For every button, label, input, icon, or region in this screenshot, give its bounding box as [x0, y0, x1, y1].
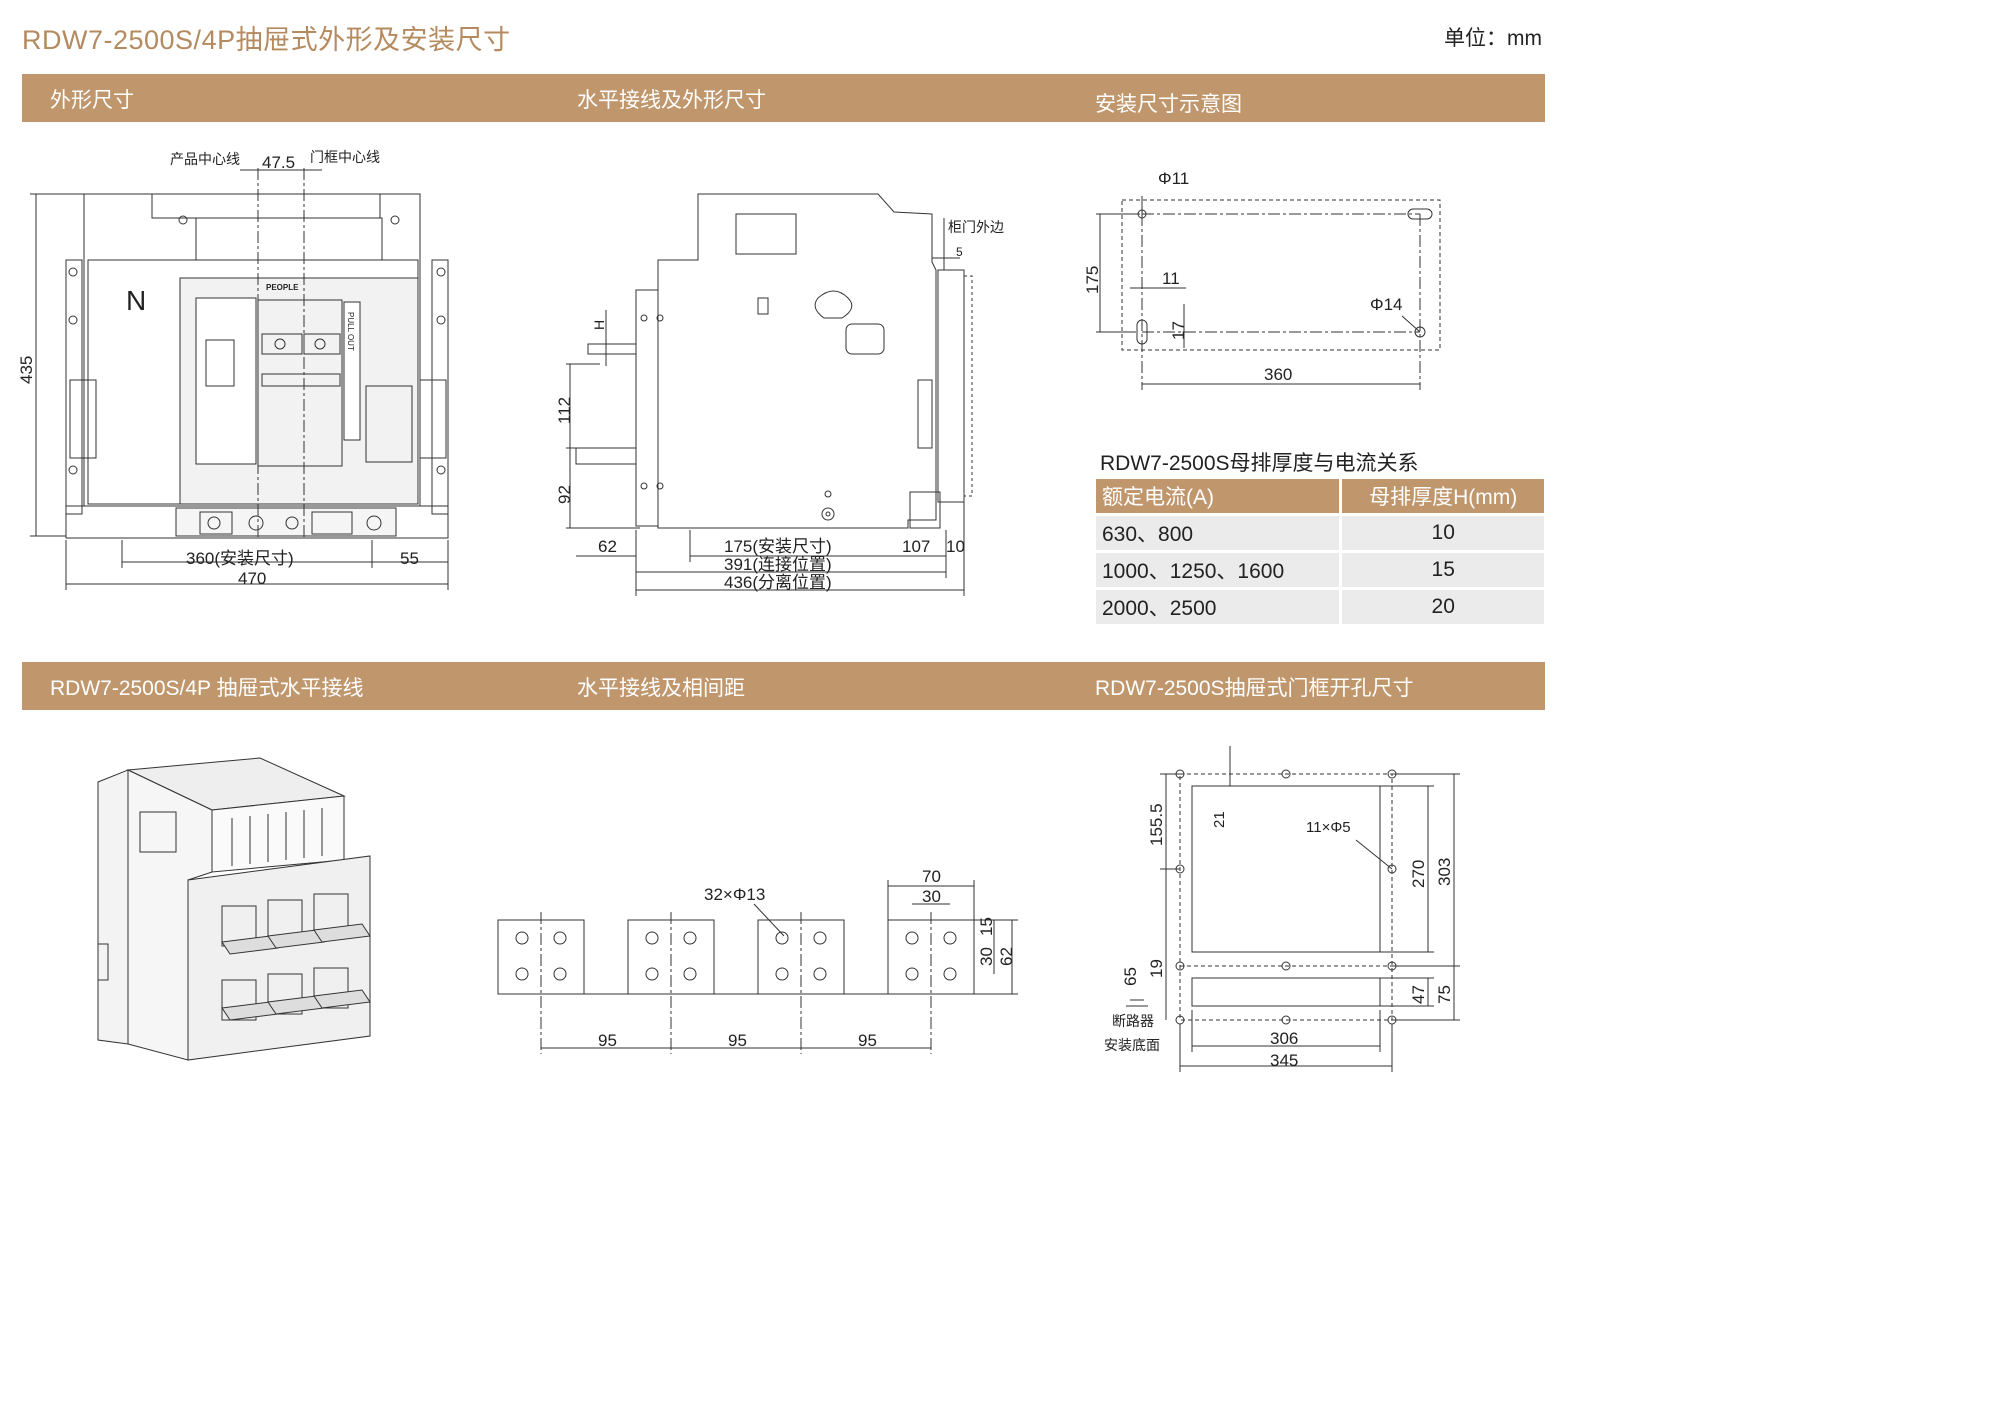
table-cell-current: 630、800 — [1096, 516, 1340, 550]
table-row: 1000、1250、1600 15 — [1096, 553, 1544, 587]
offset-dim: 47.5 — [262, 153, 295, 172]
section-bar-bottom: RDW7-2500S/4P 抽屉式水平接线 水平接线及相间距 RDW7-2500… — [22, 662, 1545, 710]
door-cutout-drawing — [1126, 746, 1460, 1072]
dim-391: 391(连接位置) — [724, 555, 832, 574]
height-dim: 435 — [17, 356, 36, 384]
door-edge-label: 柜门外边 — [948, 219, 1004, 235]
cutout-dim-19: 19 — [1147, 959, 1166, 978]
table-header-current: 额定电流(A) — [1096, 479, 1340, 513]
mounting-bottom-label: 安装底面 — [1104, 1037, 1160, 1053]
section-title-door-cutout: RDW7-2500S抽屉式门框开孔尺寸 — [1095, 677, 1414, 700]
cutout-dim-345: 345 — [1270, 1051, 1298, 1070]
mount-dim-11: 11 — [1162, 269, 1180, 288]
cutout-holes — [1175, 769, 1397, 1025]
dim-62: 62 — [598, 537, 617, 556]
section-title-drawout-horizontal: RDW7-2500S/4P 抽屉式水平接线 — [50, 677, 364, 700]
table-cell-current: 1000、1250、1600 — [1096, 553, 1340, 587]
dim-436: 436(分离位置) — [724, 573, 832, 592]
total-width-dim: 470 — [238, 569, 266, 588]
phase-dim-70: 70 — [922, 867, 941, 886]
mount-width-dim: 360(安装尺寸) — [186, 549, 294, 568]
phase-dim-30: 30 — [922, 887, 941, 906]
phase-spacing-drawing — [497, 880, 1018, 1054]
busbar-table-title: RDW7-2500S母排厚度与电流关系 — [1100, 452, 1419, 475]
page-title: RDW7-2500S/4P抽屉式外形及安装尺寸 — [22, 25, 511, 55]
door-gap-dim: 5 — [956, 245, 963, 259]
front-view-drawing — [30, 168, 449, 590]
section-title-phase-spacing: 水平接线及相间距 — [577, 677, 745, 700]
dim-10: 10 — [946, 537, 965, 556]
cutout-dim-306: 306 — [1270, 1029, 1298, 1048]
cutout-dim-303: 303 — [1435, 858, 1454, 886]
table-row: 630、800 10 — [1096, 516, 1544, 550]
section-title-horizontal-outline: 水平接线及外形尺寸 — [577, 89, 766, 112]
drawout-3d-drawing — [97, 757, 371, 1061]
pull-out-label: PULL OUT — [346, 312, 355, 351]
cutout-dim-47: 47 — [1409, 985, 1428, 1004]
phase-spacing-2: 95 — [728, 1031, 747, 1050]
table-cell-thickness: 20 — [1339, 590, 1544, 624]
breaker-label: 断路器 — [1112, 1013, 1154, 1029]
product-centerline-label: 产品中心线 — [170, 151, 240, 167]
mount-dim-17: 17 — [1169, 321, 1188, 340]
phase-spacing-1: 95 — [598, 1031, 617, 1050]
side-view-drawing — [566, 193, 973, 596]
section-title-outline: 外形尺寸 — [50, 89, 134, 112]
busbar-thickness-label: H — [591, 320, 607, 330]
phase-dim-15: 15 — [977, 917, 996, 936]
hole-dia-14: Φ14 — [1370, 295, 1402, 314]
drawing-canvas: 产品中心线 47.5 门框中心线 435 360(安装尺寸) 55 470 N … — [17, 149, 1460, 1072]
brand-label: PEOPLE — [266, 283, 299, 292]
table-header-row: 额定电流(A) 母排厚度H(mm) — [1096, 479, 1544, 513]
table-cell-thickness: 10 — [1339, 516, 1544, 550]
cutout-dim-21: 21 — [1211, 811, 1228, 828]
section-bar-top: 外形尺寸 水平接线及外形尺寸 安装尺寸示意图 — [22, 74, 1545, 122]
phase-holes-label: 32×Φ13 — [704, 885, 765, 904]
dim-107: 107 — [902, 537, 930, 556]
cutout-holes-label: 11×Φ5 — [1306, 819, 1351, 836]
table-cell-current: 2000、2500 — [1096, 590, 1340, 624]
phase-dim-30b: 30 — [977, 947, 996, 966]
mount-dim-360: 360 — [1264, 365, 1292, 384]
hole-dia-11: Φ11 — [1158, 169, 1189, 188]
cutout-dim-270: 270 — [1409, 860, 1428, 888]
unit-label: 单位：mm — [1444, 27, 1542, 50]
cutout-dim-155: 155.5 — [1147, 803, 1166, 846]
phase-spacing-3: 95 — [858, 1031, 877, 1050]
dim-92: 92 — [555, 485, 574, 504]
mount-dim-175: 175 — [1083, 266, 1102, 294]
door-centerline-label: 门框中心线 — [310, 149, 380, 165]
dim-112: 112 — [555, 397, 574, 424]
mounting-view-drawing — [1096, 196, 1441, 390]
cutout-dim-75: 75 — [1435, 985, 1454, 1004]
section-title-mounting: 安装尺寸示意图 — [1095, 93, 1242, 116]
right-offset-dim: 55 — [400, 549, 419, 568]
busbar-holes — [515, 931, 957, 981]
table-cell-thickness: 15 — [1339, 553, 1544, 587]
neutral-label: N — [126, 285, 146, 316]
dim-175: 175(安装尺寸) — [724, 537, 832, 556]
phase-dim-62: 62 — [997, 947, 1016, 966]
busbar-table: 额定电流(A) 母排厚度H(mm) 630、800 10 1000、1250、1… — [1096, 476, 1544, 627]
table-row: 2000、2500 20 — [1096, 590, 1544, 624]
table-header-thickness: 母排厚度H(mm) — [1339, 479, 1544, 513]
cutout-dim-65: 65 — [1121, 967, 1140, 986]
